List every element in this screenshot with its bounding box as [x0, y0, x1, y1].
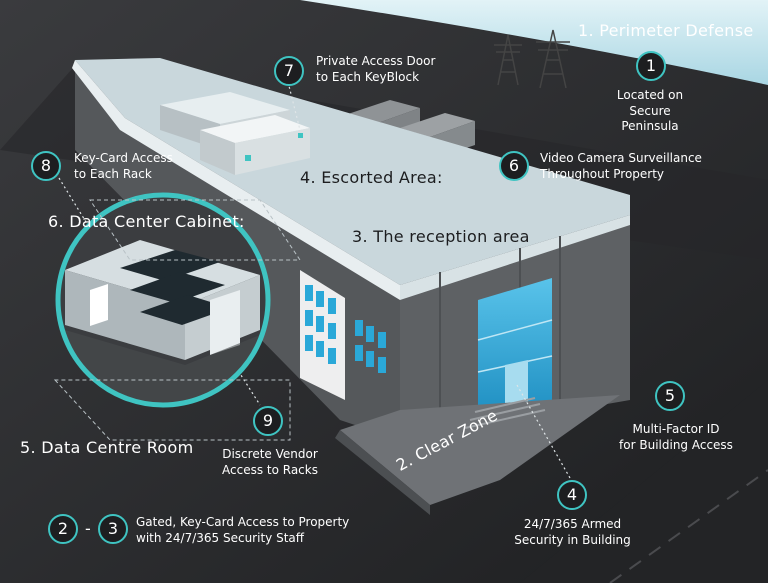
- entrance-steps: [464, 397, 546, 429]
- vendor-access-label: Discrete Vendor Access to Racks: [222, 447, 318, 477]
- badge-6: 6: [499, 151, 529, 181]
- escorted-area-title: 4. Escorted Area:: [300, 168, 443, 187]
- road-line: [609, 469, 768, 583]
- peninsula-label: Located on Secure Peninsula: [616, 88, 684, 134]
- perimeter-defense-title: 1. Perimeter Defense: [578, 21, 754, 40]
- badge-7: 7: [274, 56, 304, 86]
- roof-equipment: [160, 92, 310, 175]
- gated-access-label: Gated, Key-Card Access to Property with …: [136, 515, 350, 545]
- roof-front-edge: [400, 215, 630, 300]
- multifactor-label: Multi-Factor ID for Building Access: [619, 422, 733, 452]
- keycard-rack-label: Key-Card Access to Each Rack: [74, 151, 173, 181]
- data-room-inset: [53, 192, 301, 441]
- armed-security-label: 24/7/365 Armed Security in Building: [514, 517, 631, 547]
- badge-5: 5: [655, 381, 685, 411]
- badge-2: 2: [48, 514, 78, 544]
- roof-edge: [72, 60, 400, 300]
- badge-8: 8: [31, 151, 61, 181]
- badge-3: 3: [98, 514, 128, 544]
- entrance-glass: [478, 278, 552, 415]
- road-front: [520, 380, 768, 583]
- reception-area-title: 3. The reception area: [352, 227, 530, 246]
- badge-4: 4: [557, 480, 587, 510]
- data-center-cabinet-title: 6. Data Center Cabinet:: [48, 212, 245, 231]
- data-centre-room-title: 5. Data Centre Room: [20, 438, 194, 457]
- badge-1: 1: [636, 51, 666, 81]
- entrance-door: [505, 360, 528, 410]
- sky: [300, 0, 768, 85]
- private-door-label: Private Access Door to Each KeyBlock: [316, 54, 436, 84]
- power-towers: [494, 29, 570, 89]
- badge-9: 9: [253, 406, 283, 436]
- video-surveillance-label: Video Camera Surveillance Throughout Pro…: [540, 151, 702, 181]
- range-dash: -: [85, 519, 92, 538]
- clear-zone-platform: [340, 395, 620, 505]
- facade: [300, 236, 561, 430]
